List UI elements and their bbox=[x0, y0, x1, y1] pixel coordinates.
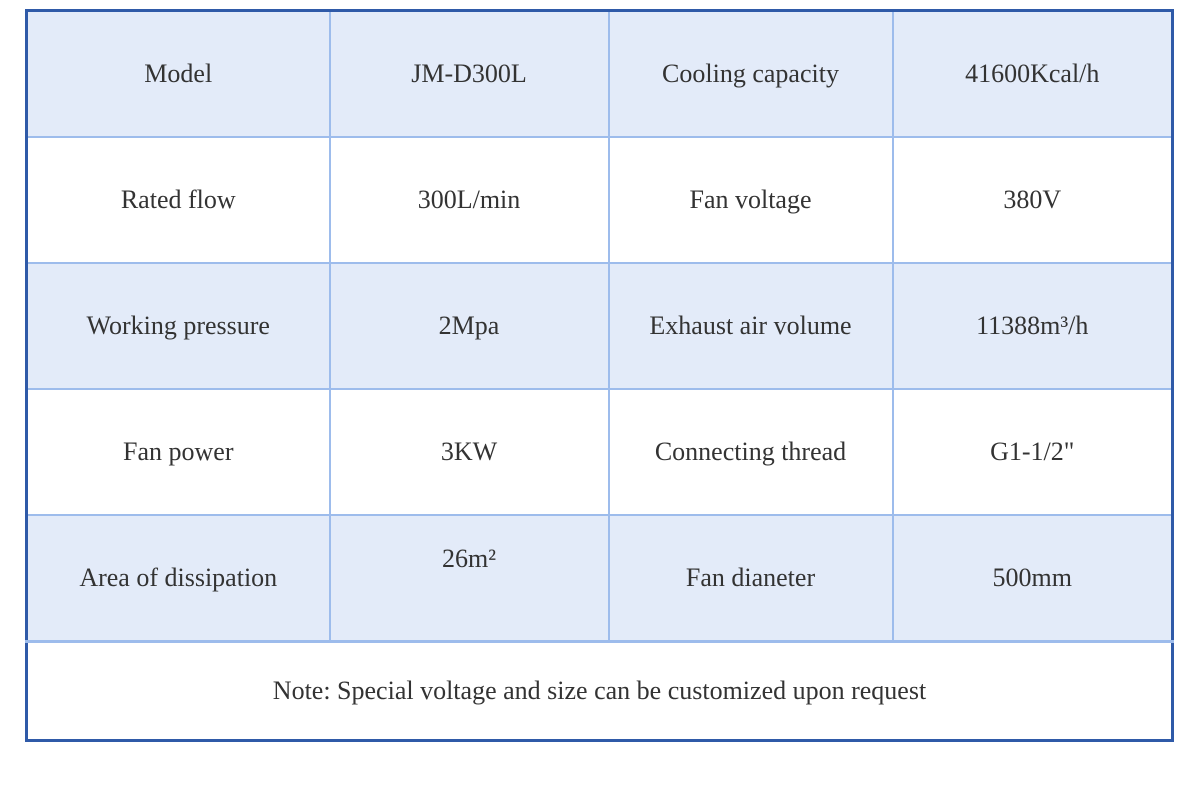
spec-label-exhaust-air-volume: Exhaust air volume bbox=[607, 262, 894, 390]
table-row: Model JM-D300L Cooling capacity 41600Kca… bbox=[25, 9, 1174, 138]
spec-value-working-pressure: 2Mpa bbox=[328, 262, 610, 390]
note-row: Note: Special voltage and size can be cu… bbox=[25, 640, 1174, 742]
spec-value-connecting-thread: G1-1/2" bbox=[891, 388, 1174, 516]
note-text: Note: Special voltage and size can be cu… bbox=[25, 640, 1174, 742]
spec-label-fan-voltage: Fan voltage bbox=[607, 136, 894, 264]
spec-table-container: Model JM-D300L Cooling capacity 41600Kca… bbox=[25, 9, 1174, 742]
spec-label-cooling-capacity: Cooling capacity bbox=[607, 9, 894, 138]
table-row: Area of dissipation 26m² Fan dianeter 50… bbox=[25, 514, 1174, 643]
spec-label-area-of-dissipation: Area of dissipation bbox=[25, 514, 331, 643]
spec-value-model: JM-D300L bbox=[328, 9, 610, 138]
spec-label-fan-diameter: Fan dianeter bbox=[607, 514, 894, 643]
spec-label-rated-flow: Rated flow bbox=[25, 136, 331, 264]
table-row: Fan power 3KW Connecting thread G1-1/2" bbox=[25, 388, 1174, 516]
spec-value-cooling-capacity: 41600Kcal/h bbox=[891, 9, 1174, 138]
spec-label-model: Model bbox=[25, 9, 331, 138]
spec-label-working-pressure: Working pressure bbox=[25, 262, 331, 390]
spec-value-exhaust-air-volume: 11388m³/h bbox=[891, 262, 1174, 390]
spec-value-rated-flow: 300L/min bbox=[328, 136, 610, 264]
spec-value-fan-voltage: 380V bbox=[891, 136, 1174, 264]
spec-value-fan-power: 3KW bbox=[328, 388, 610, 516]
spec-label-connecting-thread: Connecting thread bbox=[607, 388, 894, 516]
table-row: Rated flow 300L/min Fan voltage 380V bbox=[25, 136, 1174, 264]
spec-value-fan-diameter: 500mm bbox=[891, 514, 1174, 643]
spec-table: Model JM-D300L Cooling capacity 41600Kca… bbox=[25, 9, 1174, 742]
spec-label-fan-power: Fan power bbox=[25, 388, 331, 516]
spec-value-area-of-dissipation: 26m² bbox=[328, 514, 610, 643]
table-row: Working pressure 2Mpa Exhaust air volume… bbox=[25, 262, 1174, 390]
